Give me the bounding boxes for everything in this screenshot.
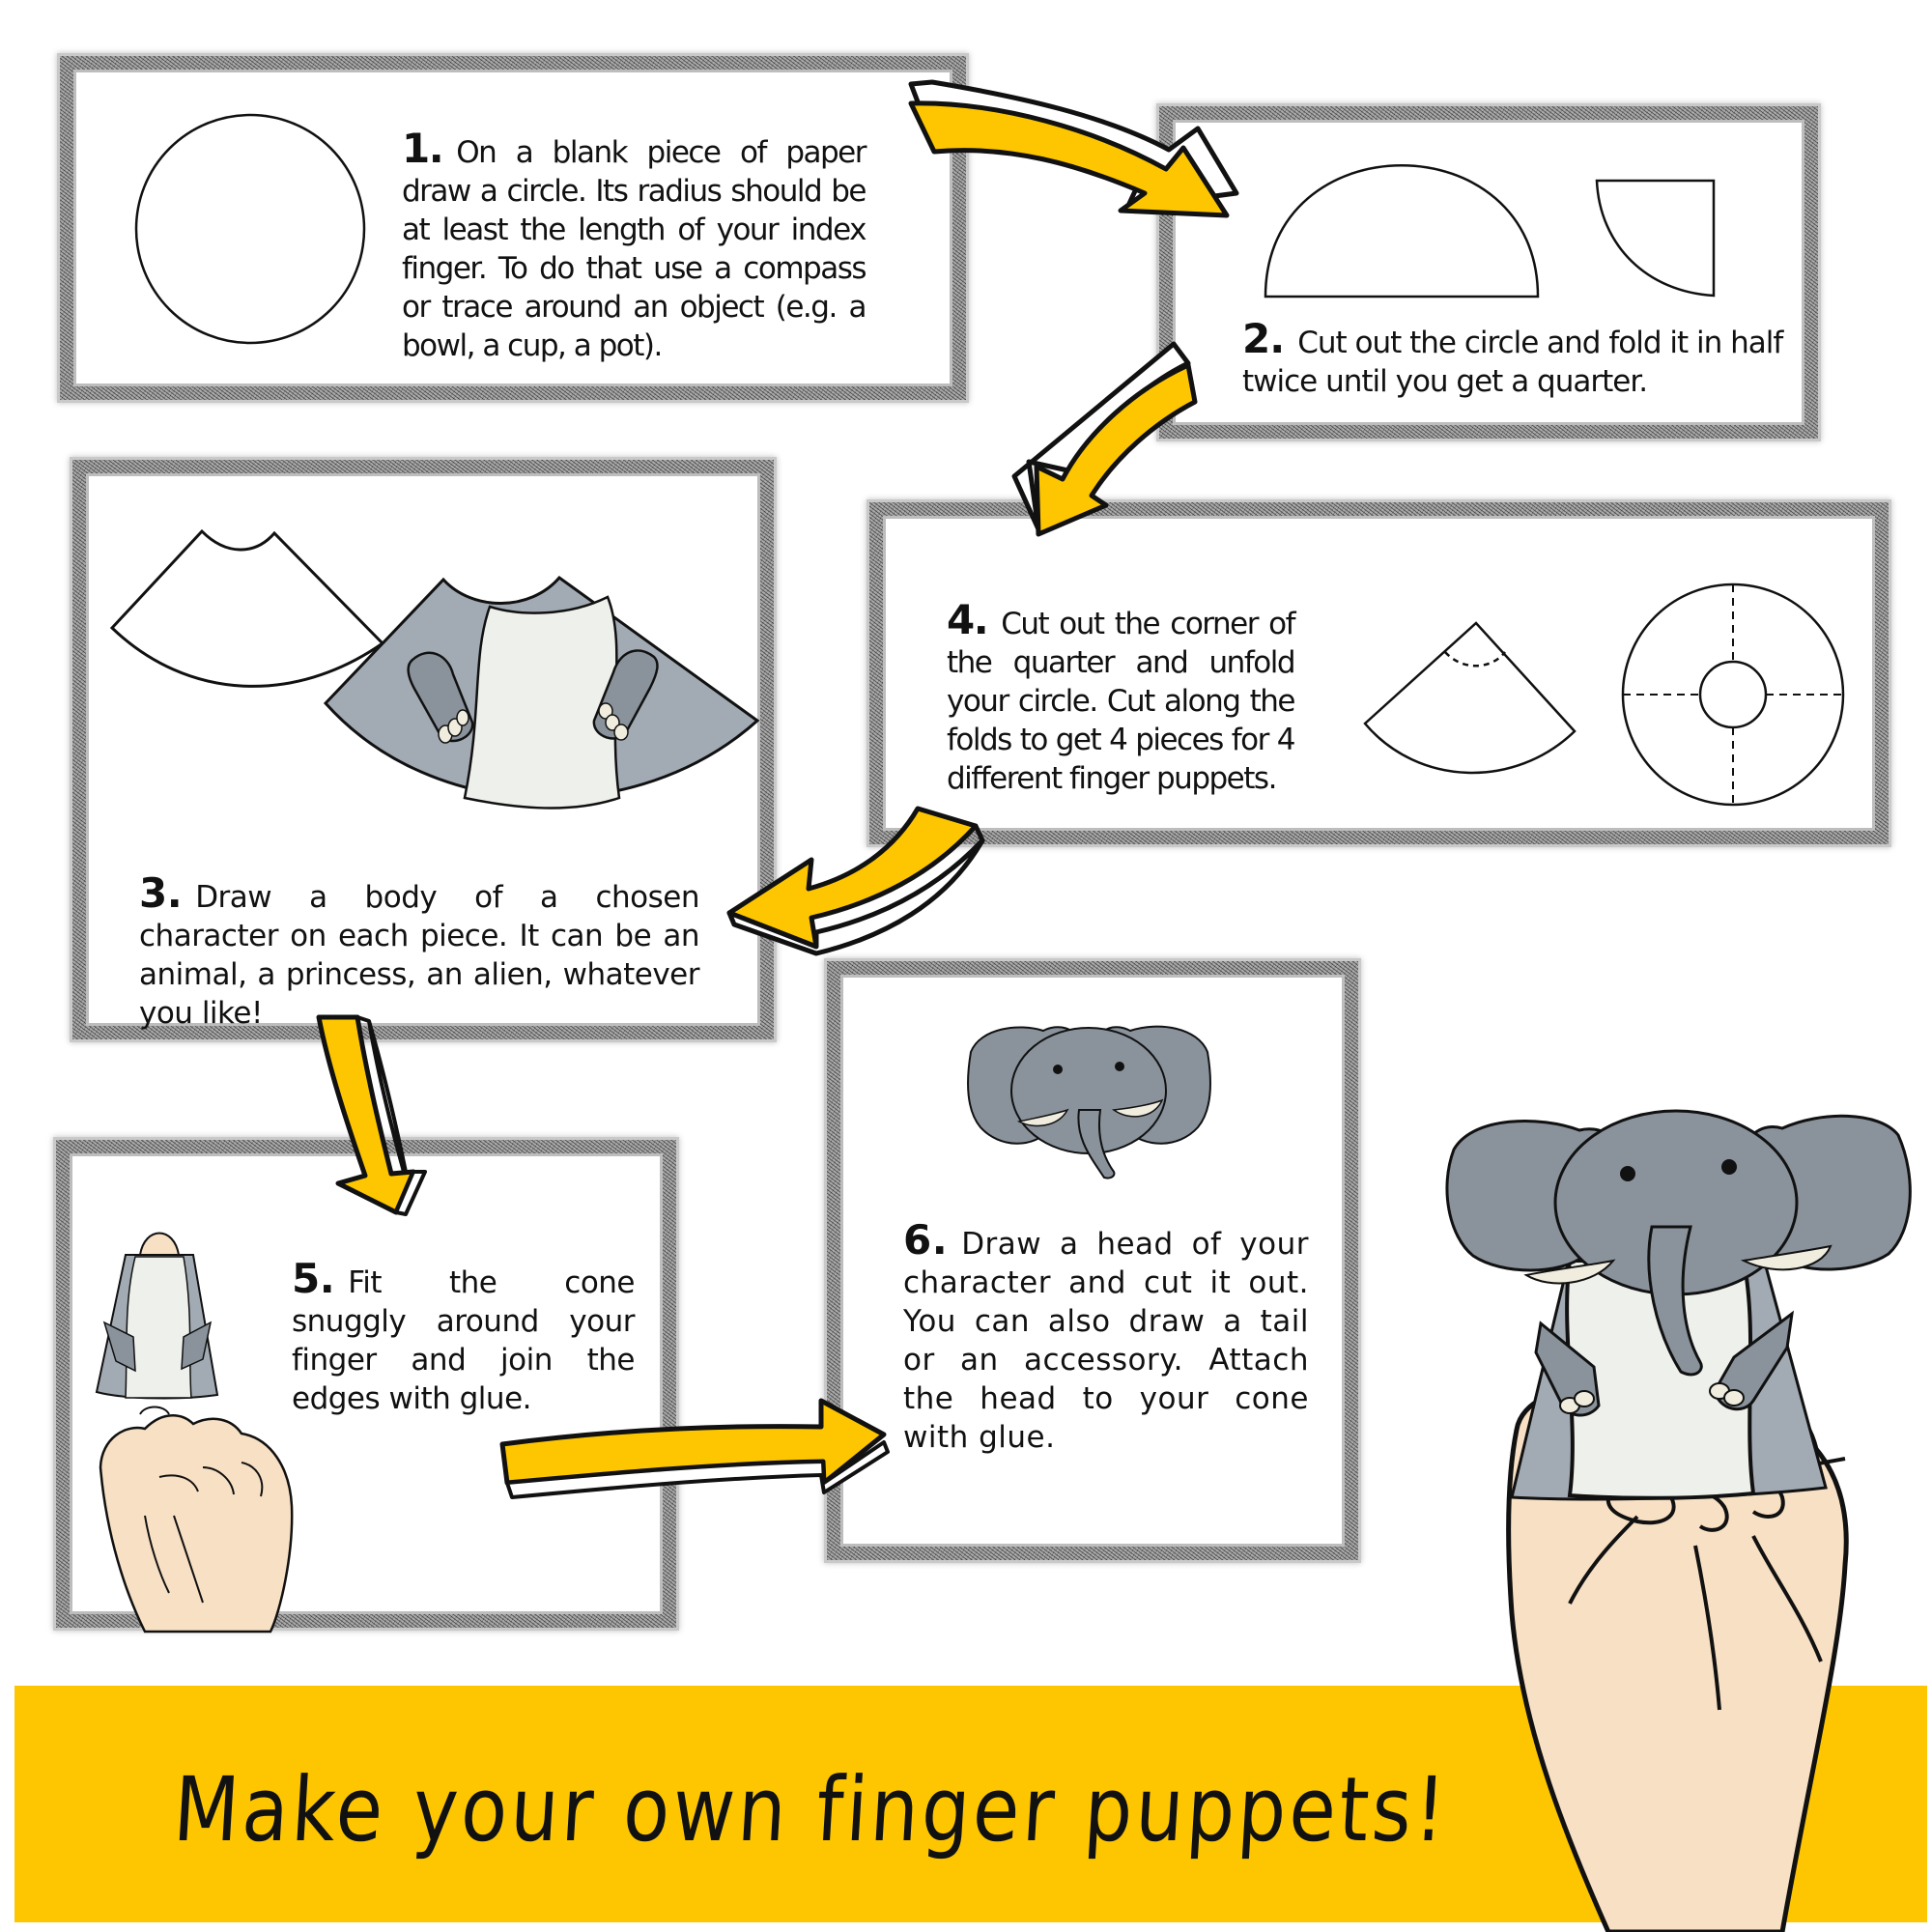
finished-elephant-puppet-illustration [1445,1109,1912,1932]
cone-cut-corner-illustration [1363,621,1577,775]
step-2-text: 2.Cut out the circle and fold it in half… [1242,315,1783,400]
step-1-text: 1.On a blank piece of paper draw a circl… [402,125,867,364]
step-2-number: 2. [1242,315,1285,362]
arrow-4-to-3-icon [726,806,985,956]
elephant-body-piece-illustration [323,575,760,810]
step-4-number: 4. [947,596,989,643]
step-4-text: 4.Cut out the corner of the quarter and … [947,596,1296,797]
arrow-5-to-6-icon [499,1398,890,1499]
step-5-number: 5. [292,1255,335,1302]
step-5-text: 5.Fit the cone snuggly around your finge… [292,1255,636,1417]
step-3-text: 3.Draw a body of a chosen character on e… [139,869,700,1032]
arrow-1-to-2-icon [908,79,1239,218]
step-3-number: 3. [139,869,183,917]
step-6-text: 6.Draw a head of your character and cut … [903,1216,1309,1456]
circle-illustration [134,113,366,345]
step-6-panel: 6.Draw a head of your character and cut … [827,961,1358,1560]
finger-with-cone-illustration [95,1232,294,1634]
quarter-circle-illustration [1595,179,1716,298]
page-title: Make your own finger puppets! [170,1758,1452,1861]
step-1-panel: 1.On a blank piece of paper draw a circl… [60,56,966,400]
semicircle-illustration [1264,164,1540,298]
step-3-panel: 3.Draw a body of a chosen character on e… [72,460,774,1039]
step-6-number: 6. [903,1216,949,1264]
step-5-panel: 5.Fit the cone snuggly around your finge… [56,1140,676,1634]
arrow-3-to-5-icon [316,1014,427,1216]
unfolded-circle-illustration [1621,582,1845,807]
arrow-2-to-4-icon [1011,341,1198,537]
blank-cone-piece-illustration [109,528,385,688]
step-4-panel: 4.Cut out the corner of the quarter and … [869,502,1889,844]
step-2-panel: 2.Cut out the circle and fold it in half… [1159,106,1818,439]
step-1-number: 1. [402,125,444,172]
elephant-head-illustration [967,1025,1211,1179]
